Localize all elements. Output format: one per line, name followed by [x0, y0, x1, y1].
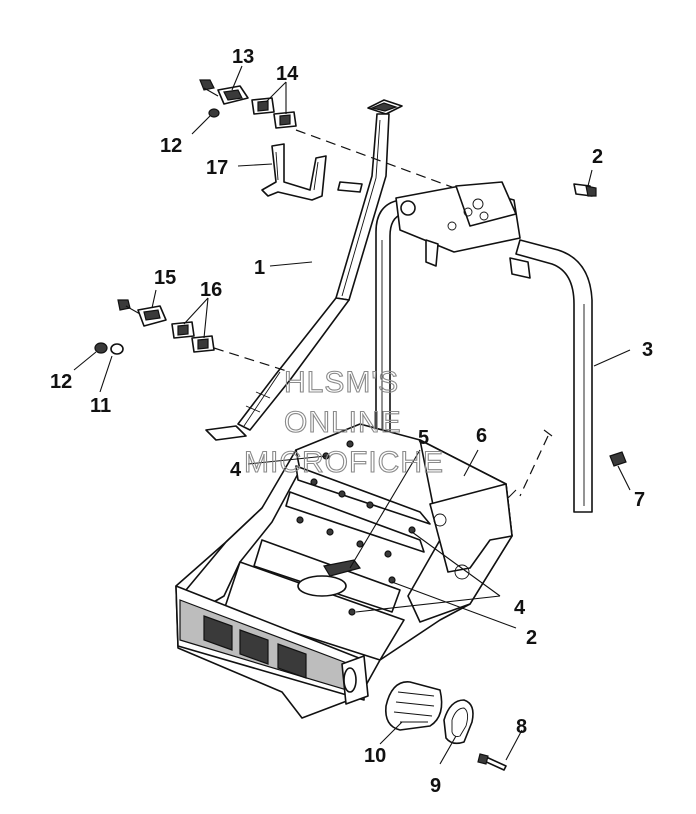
tow-handle: [384, 681, 443, 731]
callout-13: 13: [232, 46, 254, 68]
watermark-line-3: MICROFICHE: [244, 446, 444, 479]
callout-15: 15: [154, 267, 176, 289]
callout-11: 11: [90, 395, 111, 417]
callout-12: 12: [160, 135, 182, 157]
upper-bolt: [573, 183, 597, 197]
callout-7: 7: [634, 489, 645, 511]
assembly-line-lower: [213, 347, 291, 373]
watermark: HLSM'S ONLINE MICROFICHE: [243, 365, 444, 479]
hoop-nut: [609, 451, 627, 467]
lower-clamp-hardware: [94, 299, 215, 355]
callout-14: 14: [276, 63, 299, 85]
callout-5: 5: [418, 427, 429, 449]
watermark-line-1: HLSM'S: [284, 366, 399, 399]
callout-8: 8: [516, 716, 527, 738]
assembly-line-upper: [295, 129, 461, 191]
callout-4: 4: [230, 459, 242, 481]
watermark-line-2: ONLINE: [284, 406, 402, 439]
callout-2: 2: [592, 146, 603, 168]
callout-17: 17: [206, 157, 228, 179]
steering-post: [205, 99, 403, 441]
callout-10: 10: [364, 745, 386, 767]
leader-lines: [73, 65, 631, 765]
callout-labels: 13 14 12 17 1 2 15 16 3 12 11 5 6 4 7 4 …: [50, 46, 653, 797]
main-frame: [175, 423, 513, 719]
steering-hoop: [375, 181, 593, 513]
callout-6: 6: [476, 425, 487, 447]
handle-plate: [443, 699, 474, 745]
callout-16: 16: [200, 279, 222, 301]
callout-3: 3: [642, 339, 653, 361]
assembly-line-hoop: [519, 435, 549, 497]
upper-clamp-hardware: [199, 79, 297, 129]
handle-screw: [477, 753, 507, 771]
steering-bracket: [261, 143, 327, 201]
callout-2: 2: [526, 627, 537, 649]
callout-9: 9: [430, 775, 441, 797]
callout-12: 12: [50, 371, 72, 393]
callout-4: 4: [514, 597, 526, 619]
callout-1: 1: [254, 257, 265, 279]
